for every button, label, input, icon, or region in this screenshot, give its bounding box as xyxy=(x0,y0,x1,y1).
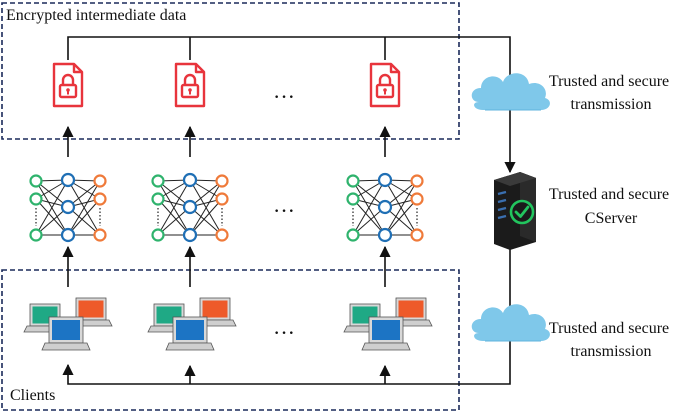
ellipsis-files: ··· xyxy=(273,84,295,109)
locked-file-icon xyxy=(52,62,84,108)
server-label: Trusted and secure CServer xyxy=(549,186,673,227)
neural-network-icon xyxy=(346,172,424,243)
cloud-top-label: Trusted and secure transmission xyxy=(549,73,673,113)
server-label-line1: Trusted and secure xyxy=(549,186,669,203)
cloud-bottom-label: Trusted and secure transmission xyxy=(549,320,673,360)
download-line xyxy=(62,244,511,385)
neural-network-icon xyxy=(29,172,107,243)
clients-group-label: Clients xyxy=(10,387,55,404)
clients-group-border xyxy=(1,269,460,411)
server-check-icon xyxy=(494,172,536,250)
computers-icon xyxy=(147,297,237,351)
locked-file-icon xyxy=(174,62,206,108)
server-label-line2: CServer xyxy=(585,210,638,227)
computers-icon xyxy=(343,297,433,351)
cloud-top-label-line1: Trusted and secure xyxy=(549,73,669,90)
locked-file-icon xyxy=(369,62,401,108)
cloud-top-label-line2: transmission xyxy=(571,96,652,113)
cloud-bottom-label-line1: Trusted and secure xyxy=(549,320,669,337)
cloud-icon xyxy=(471,72,551,111)
neural-network-icon xyxy=(151,172,229,243)
computers-icon xyxy=(23,297,113,351)
cloud-bottom-label-line2: transmission xyxy=(571,343,652,360)
encrypted-group-label: Encrypted intermediate data xyxy=(6,7,186,24)
cloud-icon xyxy=(471,303,551,342)
ellipsis-clients: ··· xyxy=(273,320,295,345)
ellipsis-models: ··· xyxy=(273,198,295,223)
encrypted-group-border xyxy=(1,2,460,140)
